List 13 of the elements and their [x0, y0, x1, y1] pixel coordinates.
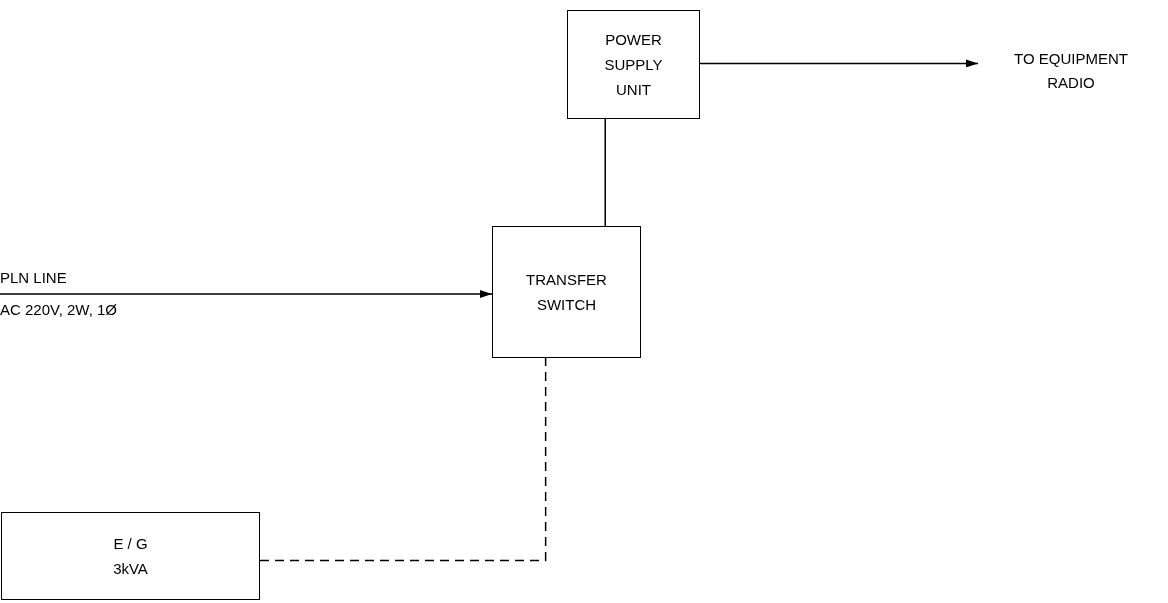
power-supply-box [567, 10, 700, 119]
box-label: E / G 3kVA [112, 534, 149, 579]
connector-line [259, 357, 547, 562]
transfer-switch-box [492, 226, 641, 358]
destination-label: TO EQUIPMENT RADIO [1013, 49, 1129, 93]
connector-line [604, 118, 606, 227]
line-rating: AC 220V, 2W, 1Ø [0, 300, 117, 320]
generator-box [1, 512, 260, 600]
box-label: POWER SUPPLY UNIT [603, 30, 664, 100]
arrow [699, 59, 979, 68]
arrow [0, 290, 493, 298]
box-label: TRANSFER SWITCH [525, 270, 608, 315]
line-name: PLN LINE [0, 268, 67, 288]
